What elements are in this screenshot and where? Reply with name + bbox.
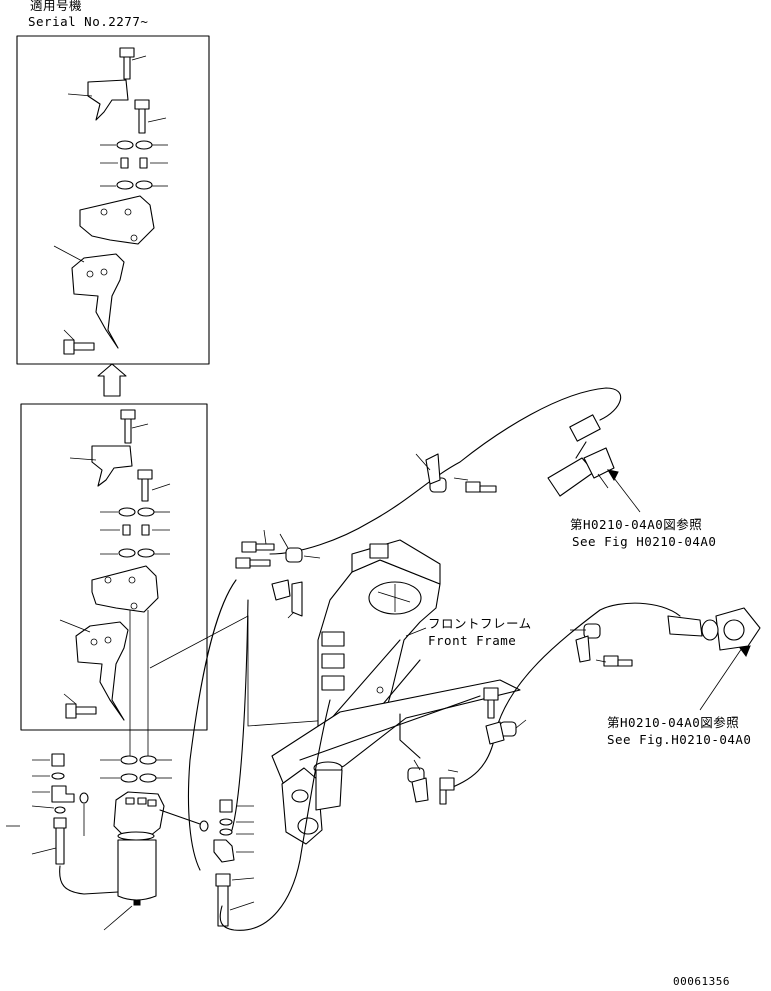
bolt (119, 47, 135, 80)
lower-reference-en: See Fig.H0210-04A0 (607, 732, 752, 747)
left-fittings (6, 753, 119, 895)
clamp-left (235, 529, 321, 619)
hose-lower-right (445, 602, 681, 791)
clamp-upper (415, 453, 497, 493)
connector-upper (547, 414, 641, 513)
clamp-right (483, 623, 633, 745)
bolt (65, 703, 97, 719)
bracket (91, 445, 133, 487)
hose-long (187, 579, 237, 871)
bolt (134, 99, 150, 134)
applicable-serial-label-en: Serial No.2277~ (28, 14, 149, 29)
mounting-plate (79, 195, 155, 245)
upper-reference-en: See Fig H0210-04A0 (572, 534, 717, 549)
hose-upper (269, 387, 622, 555)
bolt (120, 409, 136, 444)
hose-return (219, 699, 331, 931)
front-frame (271, 539, 521, 845)
bolt (63, 339, 95, 355)
frame-label-en: Front Frame (428, 633, 517, 648)
drawing-number: 00061356 (673, 975, 730, 988)
frame-label-jp: フロントフレーム (428, 616, 532, 631)
right-fittings (159, 799, 255, 927)
bracket (87, 79, 129, 121)
detail-box-serial-variant (16, 35, 210, 365)
connector-lower (667, 607, 761, 711)
lower-reference-jp: 第H0210-04A0図参照 (607, 715, 740, 730)
upper-reference-jp: 第H0210-04A0図参照 (570, 517, 703, 532)
mounting-plate (91, 565, 159, 613)
detail-box-standard (20, 403, 208, 731)
bolt (137, 469, 153, 502)
filter-canister (117, 839, 157, 901)
mounting-bracket (71, 253, 125, 349)
up-arrow (97, 363, 127, 397)
filter-assembly (103, 791, 165, 931)
mounting-bracket (75, 621, 129, 721)
clamp-lower (407, 759, 459, 805)
applicable-serial-label-jp: 適用号機 (30, 0, 83, 13)
